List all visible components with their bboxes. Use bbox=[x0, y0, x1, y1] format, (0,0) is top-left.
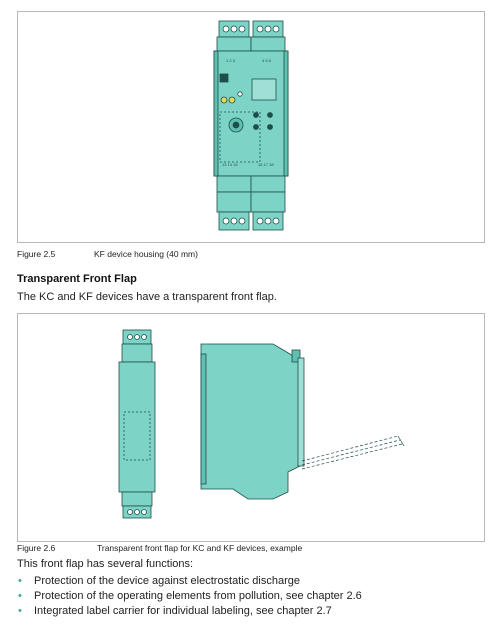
bullet-icon: • bbox=[18, 575, 22, 587]
bullet-icon: • bbox=[18, 605, 22, 617]
figure-caption: Figure 2.5 KF device housing (40 mm) bbox=[17, 249, 317, 261]
list-item-text: Protection of the operating elements fro… bbox=[34, 590, 362, 602]
functions-lead: This front flap has several functions: bbox=[17, 558, 194, 570]
list-item-text: Integrated label carrier for individual … bbox=[34, 605, 332, 617]
svg-text:4 5 6: 4 5 6 bbox=[262, 58, 272, 63]
svg-text:1 2 3: 1 2 3 bbox=[226, 58, 236, 63]
list-item-text: Protection of the device against electro… bbox=[34, 575, 300, 587]
front-flap-drawing bbox=[118, 329, 405, 519]
svg-text:16 17 18: 16 17 18 bbox=[258, 162, 274, 167]
figure-caption: Figure 2.6 Transparent front flap for KC… bbox=[17, 543, 417, 555]
figure-kf-housing: 1 2 3 4 5 6 13 14 15 16 17 18 bbox=[17, 11, 485, 243]
svg-text:13 14 15: 13 14 15 bbox=[222, 162, 238, 167]
figure-title: KF device housing (40 mm) bbox=[94, 249, 198, 259]
bullet-icon: • bbox=[18, 590, 22, 602]
section-intro: The KC and KF devices have a transparent… bbox=[17, 291, 277, 303]
figure-number: Figure 2.5 bbox=[17, 249, 56, 259]
list-item: • Protection of the operating elements fr… bbox=[17, 589, 362, 604]
figure-number: Figure 2.6 bbox=[17, 543, 56, 553]
functions-list: • Protection of the device against electr… bbox=[17, 574, 362, 619]
section-heading: Transparent Front Flap bbox=[17, 273, 137, 285]
list-item: • Protection of the device against electr… bbox=[17, 574, 362, 589]
list-item: • Integrated label carrier for individual… bbox=[17, 604, 362, 619]
figure-front-flap bbox=[17, 313, 485, 542]
kf-housing-drawing: 1 2 3 4 5 6 13 14 15 16 17 18 bbox=[213, 20, 289, 231]
figure-title: Transparent front flap for KC and KF dev… bbox=[97, 543, 303, 553]
